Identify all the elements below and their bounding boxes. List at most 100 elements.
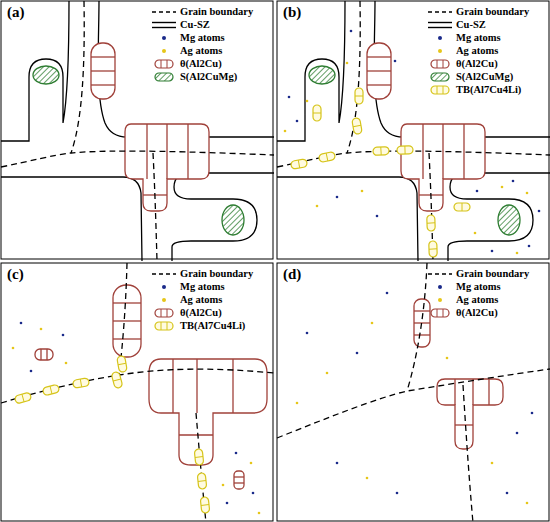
ag-atoms [474,232,477,235]
legend-text: Ag atoms [456,294,498,305]
mg-atoms [528,245,531,248]
legend-text: θ(Al2Cu) [180,58,222,69]
legend-text: Ag atoms [180,294,222,305]
legend-sample [152,22,176,27]
theta-precipitate [113,338,141,339]
mg-atoms [20,322,23,325]
legend-sample [431,73,449,81]
panel-c [1,263,274,522]
atom-swatch [438,49,442,53]
legend-swatch [151,71,177,83]
atom-swatch [162,298,166,302]
cu-sz-sample [152,26,176,27]
legend-item: Cu-SZ [427,18,486,31]
legend-swatch [427,58,453,70]
legend-item: Mg atoms [151,31,225,44]
tb-precipitates [454,203,470,211]
legend-sample [438,49,442,53]
legend-sample [162,36,166,40]
mg-atoms [30,370,33,373]
grain-boundary-sample [152,11,176,13]
legend-text: Mg atoms [180,281,225,292]
legend-text: Mg atoms [456,281,501,292]
precipitate-sample [431,309,449,317]
legend-sample [155,73,173,81]
legend-item: Cu-SZ [151,18,210,31]
mg-atoms [376,215,379,218]
legend-swatch [427,6,453,18]
legend-swatch [151,58,177,70]
mg-atoms [288,30,541,253]
legend-swatch [151,19,177,31]
ag-atoms [250,462,253,465]
legend-text: Ag atoms [456,45,498,56]
theta-precipitate [414,334,430,335]
tb-precipitates [313,105,321,121]
theta-precipitate [454,379,455,405]
precipitate-sample-line [443,60,444,68]
precipitate-sample [155,309,173,317]
theta-precipitate [40,349,41,360]
legend-swatch [427,84,453,96]
legend-text: Mg atoms [180,32,225,43]
theta-precipitate [414,299,430,347]
legend-item: θ(Al2Cu) [427,306,498,319]
cu-sz-structure [277,1,550,261]
theta-precipitate [113,320,141,321]
ag-atoms [366,477,369,480]
theta-precipitate [35,349,53,360]
panel-label: (a) [7,4,25,21]
legend-item: Grain boundary [151,5,253,18]
mg-atoms [512,180,515,183]
legend-sample [162,49,166,53]
ag-atoms [446,357,449,360]
legend-item: Grain boundary [151,267,253,280]
ag-atoms [296,322,529,505]
cu-sz-sample [428,26,452,27]
panel-label: (c) [7,266,24,283]
legend-swatch [151,6,177,18]
panel-label: (d) [283,266,301,283]
mg-atoms [350,30,353,33]
theta-precipitate [414,299,503,449]
ag-atoms [65,362,68,365]
atom-swatch [162,49,166,53]
legend-sample [155,322,173,330]
grain-boundary [407,263,427,391]
ag-atoms [316,205,319,208]
theta-precipitate [234,471,244,489]
ag-atoms [284,130,287,133]
theta-precipitate [437,379,503,449]
grain-boundary-sample [152,273,176,275]
ag-atoms [326,372,329,375]
tb-precipitates [355,88,363,104]
mg-atoms [538,210,541,213]
mg-atoms [491,250,494,253]
theta-precipitate [414,310,430,311]
legend-sample [162,298,166,302]
ag-atoms [491,462,494,465]
ag-atoms [222,484,225,487]
legend-item: θ(Al2Cu) [151,306,222,319]
legend-swatch [427,307,453,319]
legend-swatch [151,268,177,280]
ag-atoms [526,192,529,195]
legend-sample [431,60,449,68]
panel-b [277,1,550,261]
legend-text: Ag atoms [180,45,222,56]
legend-sample [162,285,166,289]
mg-atoms [20,322,255,505]
ag-atoms [12,347,15,350]
legend-sample [428,22,452,27]
mg-atoms [396,492,399,495]
tb-precipitates [14,392,32,404]
legend-swatch [151,320,177,332]
panel-label: (b) [283,4,301,21]
theta-precipitate [113,285,141,357]
grain-boundary [277,369,550,438]
legend-text: θ(Al2Cu) [180,307,222,318]
precipitate-sample-line [443,309,444,317]
cu-sz-structure [1,1,274,261]
precipitate-sample-line [443,86,444,94]
mg-atoms [226,502,229,505]
